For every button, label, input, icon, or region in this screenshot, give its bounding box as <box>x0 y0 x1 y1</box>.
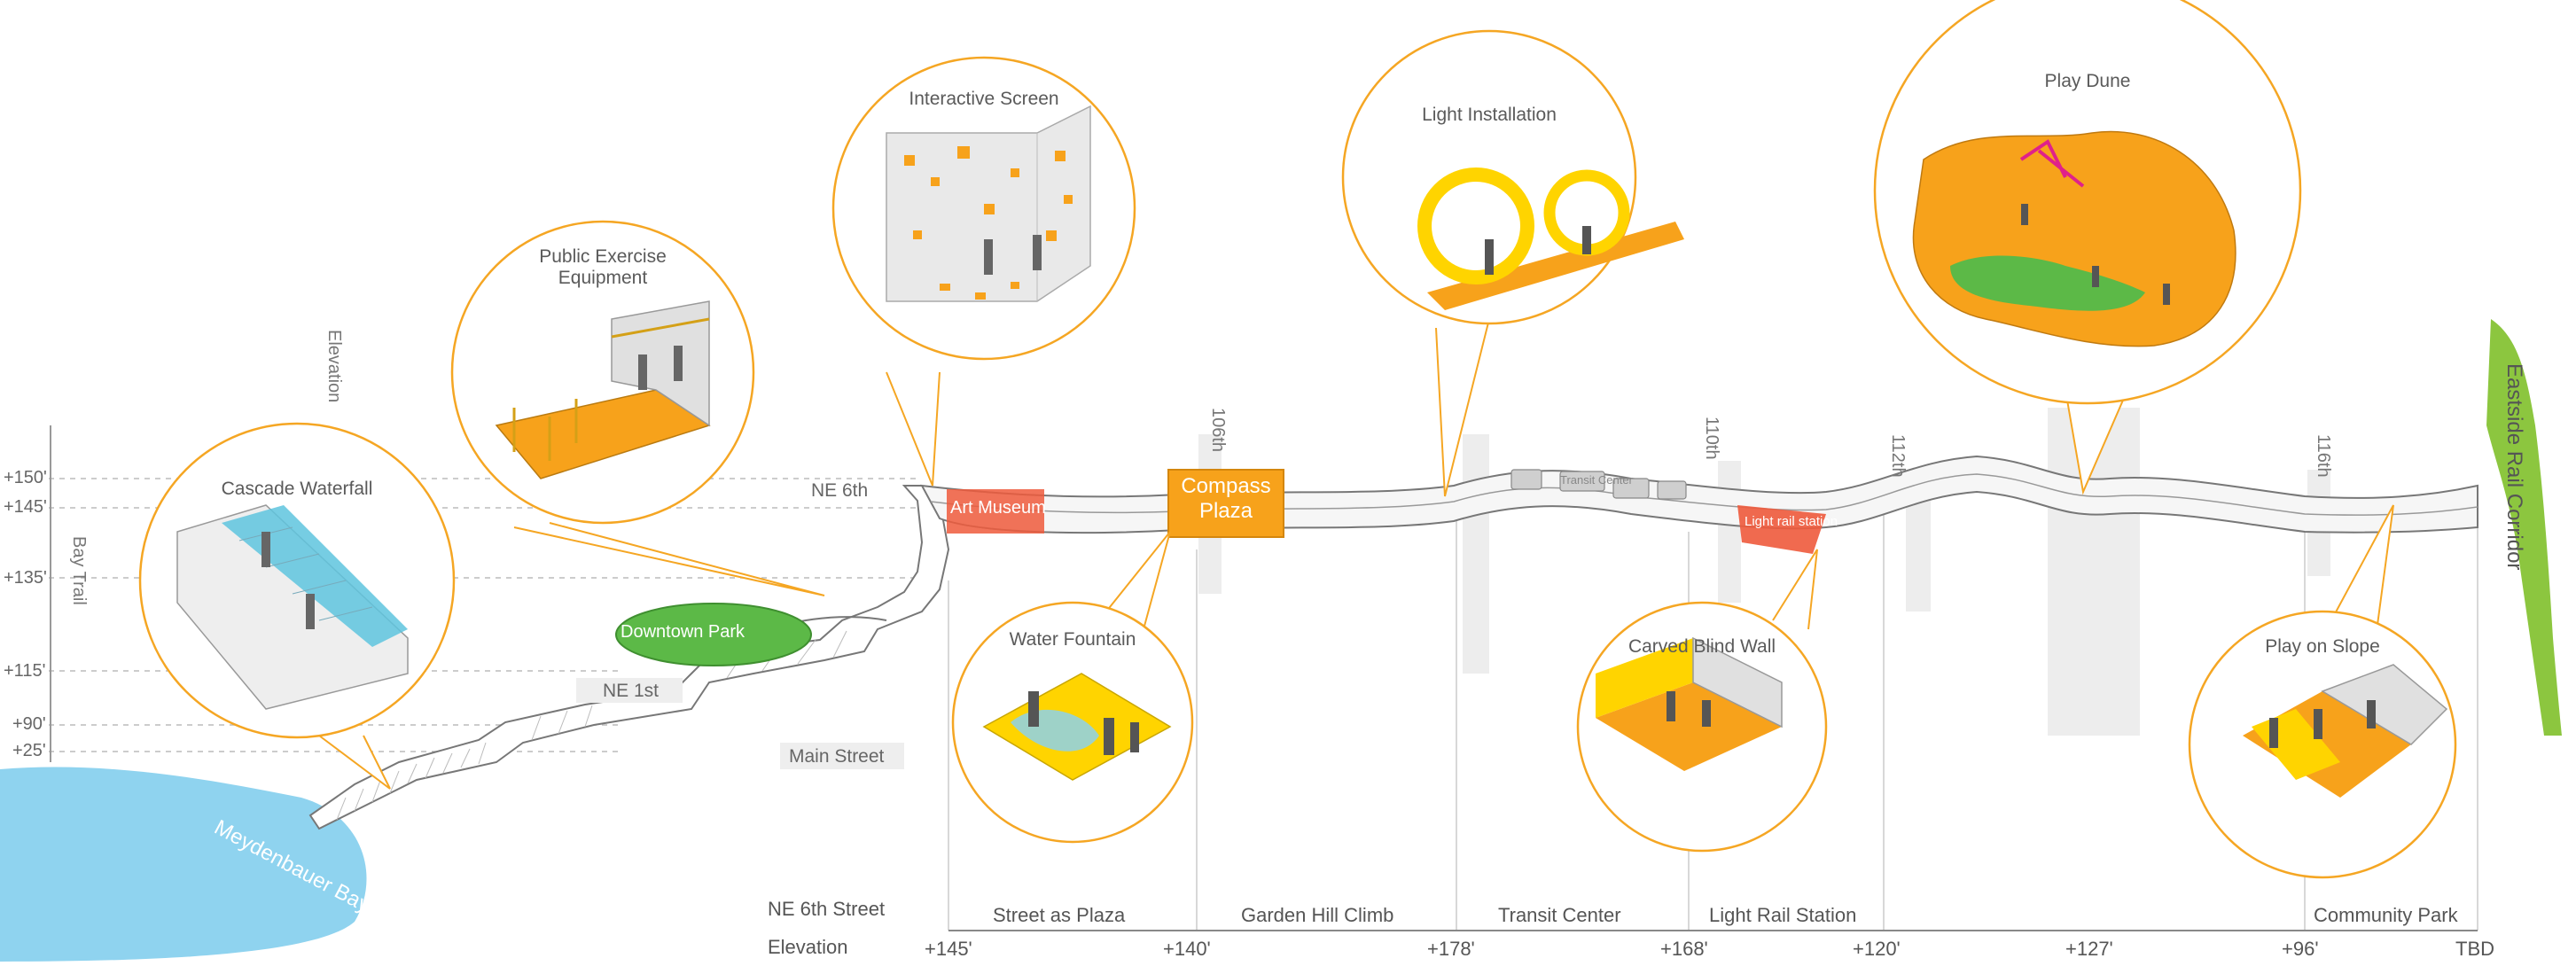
row2-label: Elevation <box>768 936 848 958</box>
cross-street-106th: 106th <box>1208 408 1228 453</box>
cascade-illustration <box>176 504 409 710</box>
main-street-box <box>780 743 904 769</box>
bubble-pointers <box>318 318 2394 790</box>
main-street-label: Main Street <box>789 746 885 767</box>
interactive-screen-illustration <box>886 105 1091 302</box>
ne6th-ribbon <box>920 455 2478 534</box>
light-rail-station-label: Light rail station <box>1745 514 1838 529</box>
play-dune-illustration <box>1912 130 2236 347</box>
elev-115: +115' <box>4 661 46 681</box>
segment-community-park: Community Park <box>2314 904 2458 926</box>
segment-dividers <box>948 496 2478 931</box>
compass-plaza-label: Compass Plaza <box>1181 474 1271 523</box>
ne1st-label: NE 1st <box>603 681 660 701</box>
elev-bottom-0: +145' <box>925 938 972 960</box>
cross-street-112th: 112th <box>1888 434 1908 478</box>
public-exercise-title: Public Exercise Equipment <box>539 246 667 288</box>
segment-light-rail-station: Light Rail Station <box>1709 904 1857 926</box>
segment-transit-center: Transit Center <box>1498 904 1621 926</box>
art-museum-label: Art Museum <box>950 498 1046 518</box>
cross-street-116th: 116th <box>2314 434 2333 478</box>
art-museum-box <box>947 489 1044 534</box>
elev-bottom-7: TBD <box>2455 938 2494 960</box>
segment-garden-hill-climb: Garden Hill Climb <box>1241 904 1394 926</box>
elev-145: +145' <box>4 497 47 517</box>
play-on-slope-illustration <box>2243 664 2448 798</box>
elev-bottom-3: +168' <box>1660 938 1708 960</box>
elev-bottom-5: +127' <box>2065 938 2113 960</box>
interactive-screen-title: Interactive Screen <box>909 89 1059 109</box>
exercise-illustration <box>495 300 711 479</box>
elev-135: +135' <box>4 568 47 588</box>
main-path <box>308 485 950 830</box>
eastside-rail-corridor-label: Eastside Rail Corridor <box>2502 363 2526 571</box>
ne1st-box <box>576 678 683 703</box>
compass-plaza-box <box>1167 469 1284 538</box>
meydenbauer-bay <box>0 767 367 962</box>
downtown-park <box>615 603 812 666</box>
segment-street-as-plaza: Street as Plaza <box>993 904 1126 926</box>
carved-blind-wall-title: Carved Blind Wall <box>1628 636 1776 657</box>
cascade-waterfall-title: Cascade Waterfall <box>221 479 373 499</box>
light-installation-title: Light Installation <box>1422 105 1557 125</box>
water-fountain-title: Water Fountain <box>1009 629 1136 650</box>
elev-25: +25' <box>12 741 46 760</box>
elevation-guides <box>49 478 917 752</box>
cross-street-110th: 110th <box>1702 417 1721 460</box>
elev-90: +90' <box>12 714 46 734</box>
ne6th-label: NE 6th <box>811 480 869 501</box>
light-installation-illustration <box>1417 167 1684 310</box>
elev-bottom-6: +96' <box>2282 938 2319 960</box>
carved-blind-wall-illustration <box>1596 636 1783 771</box>
play-dune-title: Play Dune <box>2044 71 2131 91</box>
downtown-park-label: Downtown Park <box>621 622 745 642</box>
elev-150: +150' <box>4 468 47 487</box>
play-on-slope-title: Play on Slope <box>2265 636 2380 657</box>
light-rail-station-box <box>1737 505 1826 554</box>
eastside-rail-corridor <box>2486 319 2562 736</box>
axis-title: Elevation <box>324 330 344 403</box>
bay-trail-label: Bay Trail <box>69 536 89 605</box>
water-fountain-illustration <box>982 673 1172 781</box>
stair-hatching <box>336 630 847 821</box>
elev-bottom-2: +178' <box>1427 938 1475 960</box>
row1-label: NE 6th Street <box>768 898 886 920</box>
transit-center-label: Transit Center <box>1560 473 1633 487</box>
elev-bottom-1: +140' <box>1163 938 1211 960</box>
elev-bottom-4: +120' <box>1853 938 1901 960</box>
